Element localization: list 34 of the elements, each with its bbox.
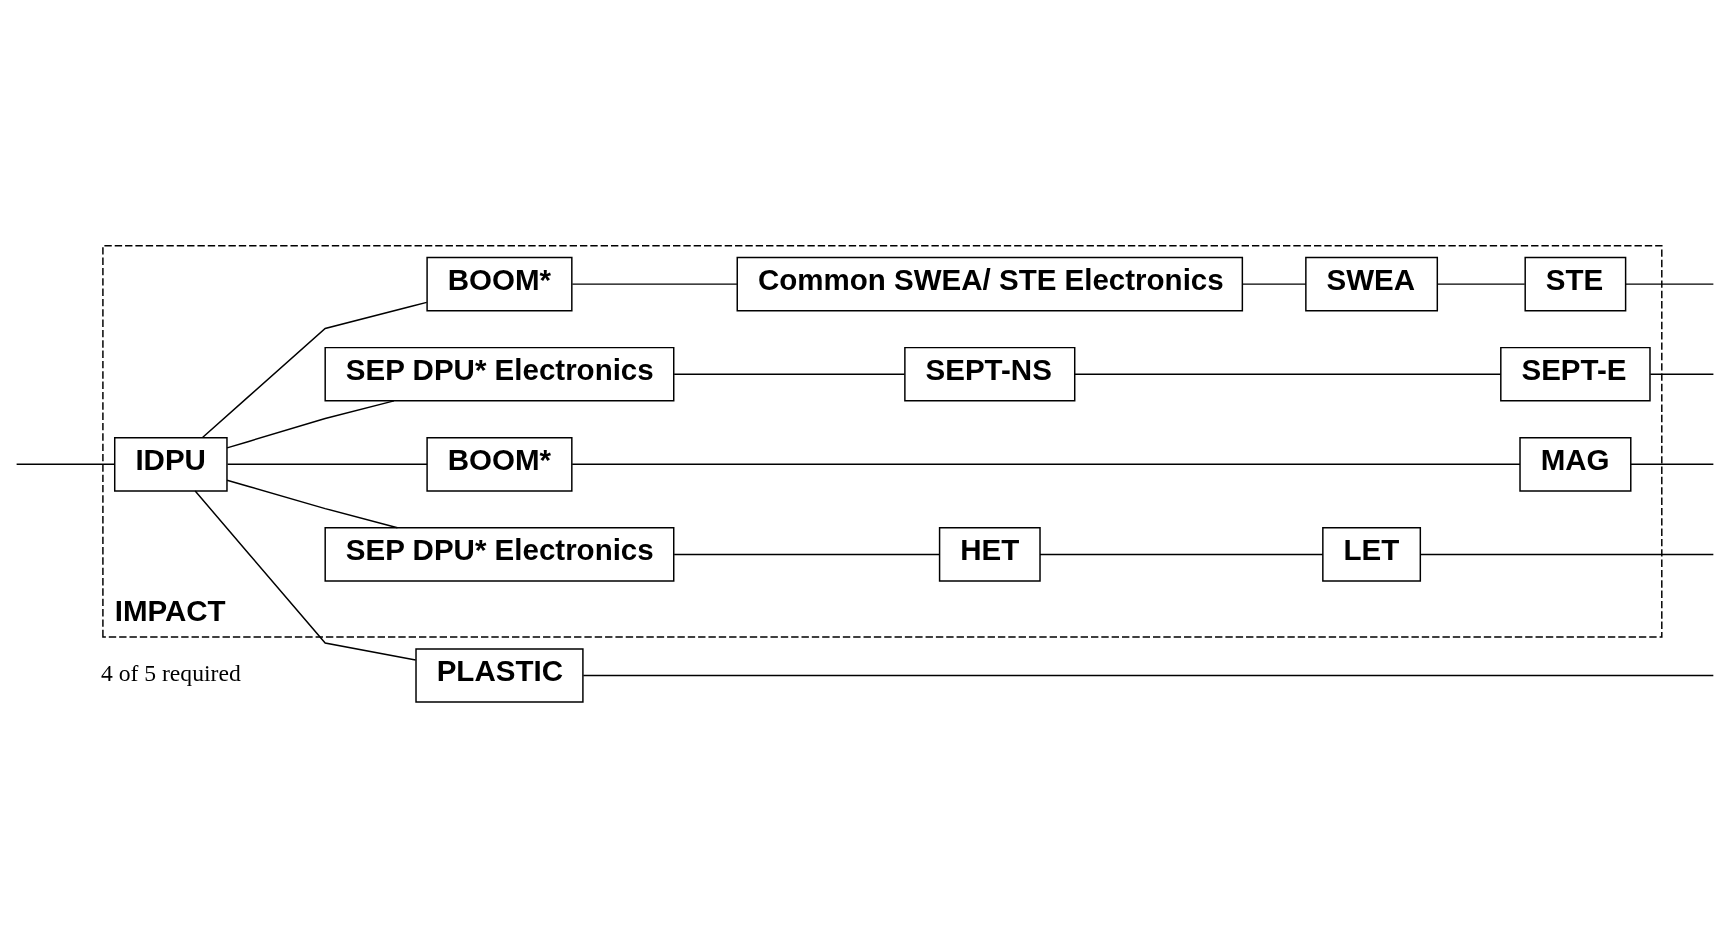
- connector: [1437, 283, 1526, 285]
- connector: [194, 490, 417, 661]
- node-box: BOOM*: [426, 437, 573, 492]
- node-box: STE: [1524, 256, 1627, 312]
- connector: [1419, 553, 1715, 556]
- connector: [673, 553, 941, 556]
- node-box: SWEA: [1305, 256, 1439, 312]
- connector: [1039, 553, 1324, 556]
- connector: [582, 674, 1715, 677]
- node-box: PLASTIC: [415, 648, 584, 703]
- connector: [1241, 283, 1307, 285]
- node-box: HET: [938, 527, 1041, 582]
- connector: [1649, 373, 1715, 375]
- connector: [226, 479, 399, 529]
- connector: [15, 463, 116, 466]
- node-box: BOOM*: [426, 256, 573, 312]
- node-box: SEP DPU* Electronics: [324, 527, 675, 582]
- node-box: SEPT-NS: [904, 346, 1076, 402]
- connector: [226, 463, 428, 466]
- node-box: SEP DPU* Electronics: [324, 346, 675, 402]
- connector: [1074, 373, 1502, 375]
- connector: [201, 301, 428, 439]
- node-box: SEPT-E: [1500, 346, 1651, 402]
- node-box: LET: [1322, 527, 1422, 582]
- node-box: Common SWEA/ STE Electronics: [736, 256, 1244, 312]
- label: 4 of 5 required: [100, 660, 241, 687]
- connector: [571, 283, 738, 285]
- node-box: IDPU: [114, 437, 228, 492]
- connector: [1625, 283, 1715, 285]
- connector: [571, 463, 1521, 466]
- node-box: MAG: [1519, 437, 1632, 492]
- connector: [673, 373, 906, 375]
- connector: [1630, 463, 1715, 466]
- connector: [226, 400, 395, 449]
